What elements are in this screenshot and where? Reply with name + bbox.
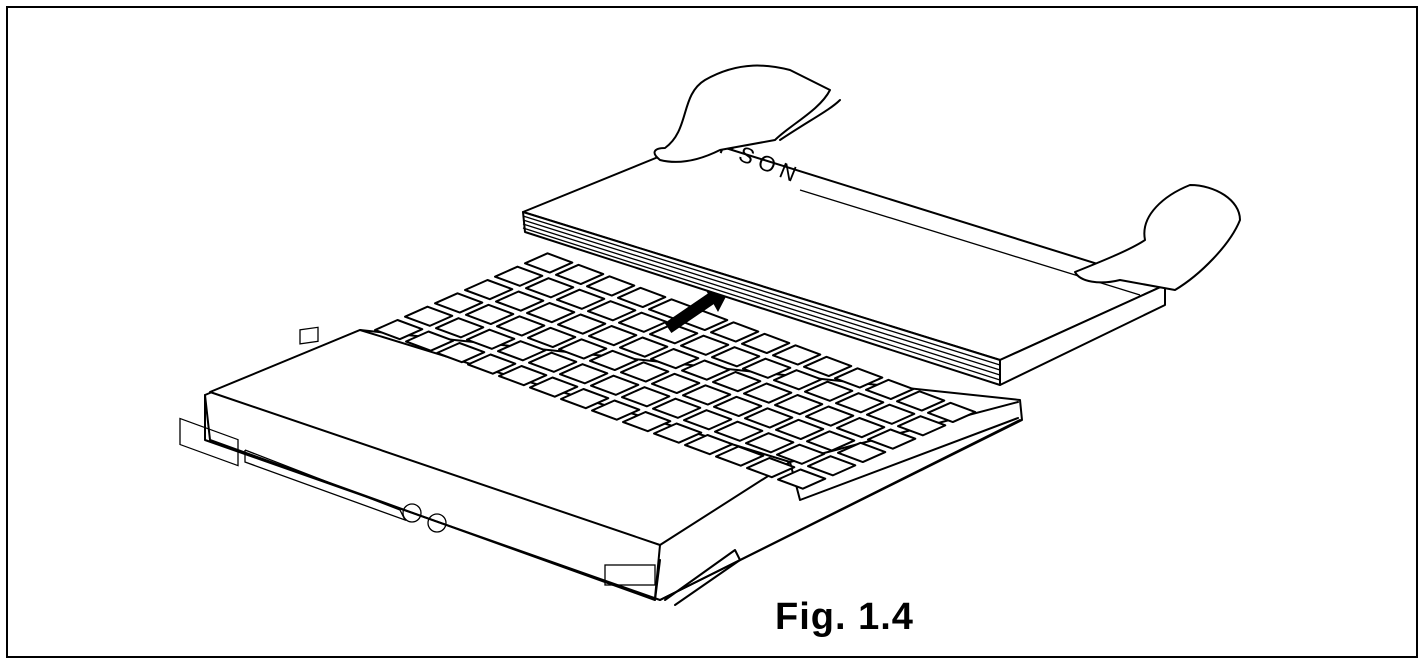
key xyxy=(835,392,885,414)
key xyxy=(746,457,796,479)
key xyxy=(557,313,607,335)
key xyxy=(436,342,486,364)
key xyxy=(834,367,884,389)
key xyxy=(497,340,547,362)
key xyxy=(467,353,517,375)
laptop-base xyxy=(179,252,1023,606)
key xyxy=(896,390,946,412)
key xyxy=(715,445,765,467)
key xyxy=(404,305,454,327)
cover-rib xyxy=(522,223,1001,376)
key xyxy=(495,290,545,312)
key xyxy=(621,386,671,408)
key xyxy=(867,428,917,450)
key xyxy=(865,378,915,401)
key xyxy=(619,336,669,358)
key xyxy=(589,349,639,372)
key xyxy=(681,359,731,381)
key xyxy=(807,455,857,477)
key xyxy=(773,369,823,391)
key xyxy=(524,252,574,274)
key xyxy=(434,292,484,314)
key xyxy=(776,443,826,465)
key xyxy=(680,334,730,356)
key xyxy=(775,418,825,441)
figure-frame xyxy=(6,6,1418,658)
key xyxy=(526,302,576,324)
key xyxy=(803,355,853,378)
key xyxy=(591,399,641,421)
key xyxy=(374,319,424,341)
key xyxy=(618,311,668,333)
key xyxy=(711,346,761,368)
key xyxy=(745,432,795,454)
cover-rib xyxy=(522,215,1001,366)
key xyxy=(405,330,455,352)
key xyxy=(714,420,764,442)
key xyxy=(804,380,854,402)
key xyxy=(897,415,947,437)
key xyxy=(774,394,824,416)
key xyxy=(498,365,548,387)
key xyxy=(620,361,670,383)
key xyxy=(650,348,700,370)
key xyxy=(556,288,606,310)
key xyxy=(805,405,855,427)
key xyxy=(741,332,791,355)
key xyxy=(528,351,578,373)
key xyxy=(560,388,610,410)
key xyxy=(772,344,822,366)
key xyxy=(527,326,577,349)
key xyxy=(743,382,793,404)
key xyxy=(587,300,637,322)
key xyxy=(710,321,760,343)
left-hand xyxy=(653,64,841,163)
key xyxy=(836,417,886,439)
key xyxy=(806,430,856,452)
key xyxy=(682,384,732,406)
key xyxy=(496,315,546,337)
key xyxy=(617,286,667,309)
key xyxy=(622,411,672,433)
cover-rib xyxy=(522,227,1001,381)
key xyxy=(777,468,827,490)
key xyxy=(713,395,763,418)
key xyxy=(712,371,762,393)
key xyxy=(683,409,733,431)
key xyxy=(464,279,514,301)
key xyxy=(927,401,977,424)
key xyxy=(555,263,605,286)
key xyxy=(494,265,544,287)
cover-rib xyxy=(522,219,1001,371)
key xyxy=(465,303,515,326)
key xyxy=(837,441,887,464)
figure-caption: Fig. 1.4 xyxy=(775,596,914,638)
right-hand xyxy=(1074,184,1241,291)
key xyxy=(652,397,702,419)
key xyxy=(744,407,794,429)
key xyxy=(525,277,575,299)
key xyxy=(466,328,516,350)
key xyxy=(558,338,608,360)
keyboard xyxy=(374,252,977,490)
key xyxy=(559,363,609,385)
key xyxy=(588,325,638,347)
key xyxy=(742,357,792,379)
key xyxy=(586,275,636,297)
key xyxy=(529,376,579,398)
laptop-cover xyxy=(522,139,1166,386)
key xyxy=(653,422,703,444)
key xyxy=(649,323,699,345)
key xyxy=(866,403,916,425)
key xyxy=(684,434,734,456)
key xyxy=(590,374,640,396)
key xyxy=(651,372,701,395)
key xyxy=(435,317,485,339)
